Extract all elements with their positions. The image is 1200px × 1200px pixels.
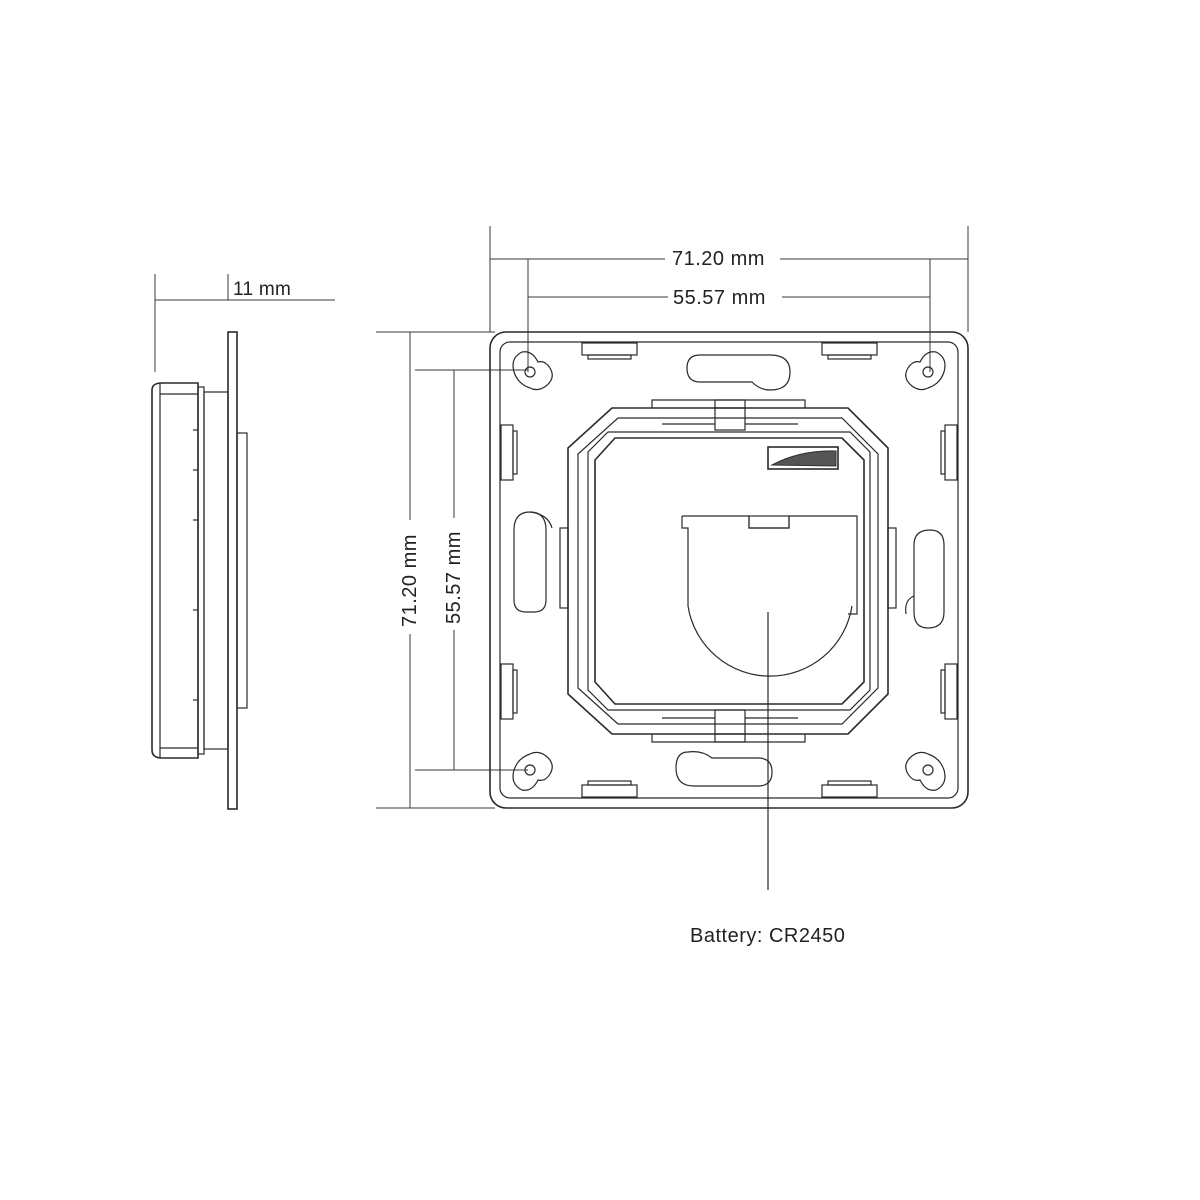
- outer-height-label: 71.20 mm: [399, 534, 421, 627]
- width-dimensions: 71.20 mm 55.57 mm: [489, 226, 969, 372]
- elongated-slots: [513, 354, 945, 787]
- corner-keyholes: [512, 351, 946, 791]
- height-dimensions: 71.20 mm 55.57 mm: [376, 331, 528, 809]
- inner-height-label: 55.57 mm: [443, 531, 465, 624]
- bottom-clip: [651, 709, 806, 743]
- battery-label: Battery: CR2450: [690, 925, 845, 947]
- depth-dimension: 11 mm: [154, 274, 335, 372]
- battery-compartment: [681, 515, 858, 677]
- side-view: 11 mm: [151, 274, 335, 810]
- depth-label: 11 mm: [233, 279, 291, 300]
- inner-width-label: 55.57 mm: [673, 287, 766, 309]
- outer-width-label: 71.20 mm: [672, 248, 765, 270]
- top-clip: [651, 399, 806, 431]
- front-view: 71.20 mm 55.57 mm 71.20 mm 55.57 mm: [376, 226, 969, 890]
- label-plate: [767, 446, 839, 470]
